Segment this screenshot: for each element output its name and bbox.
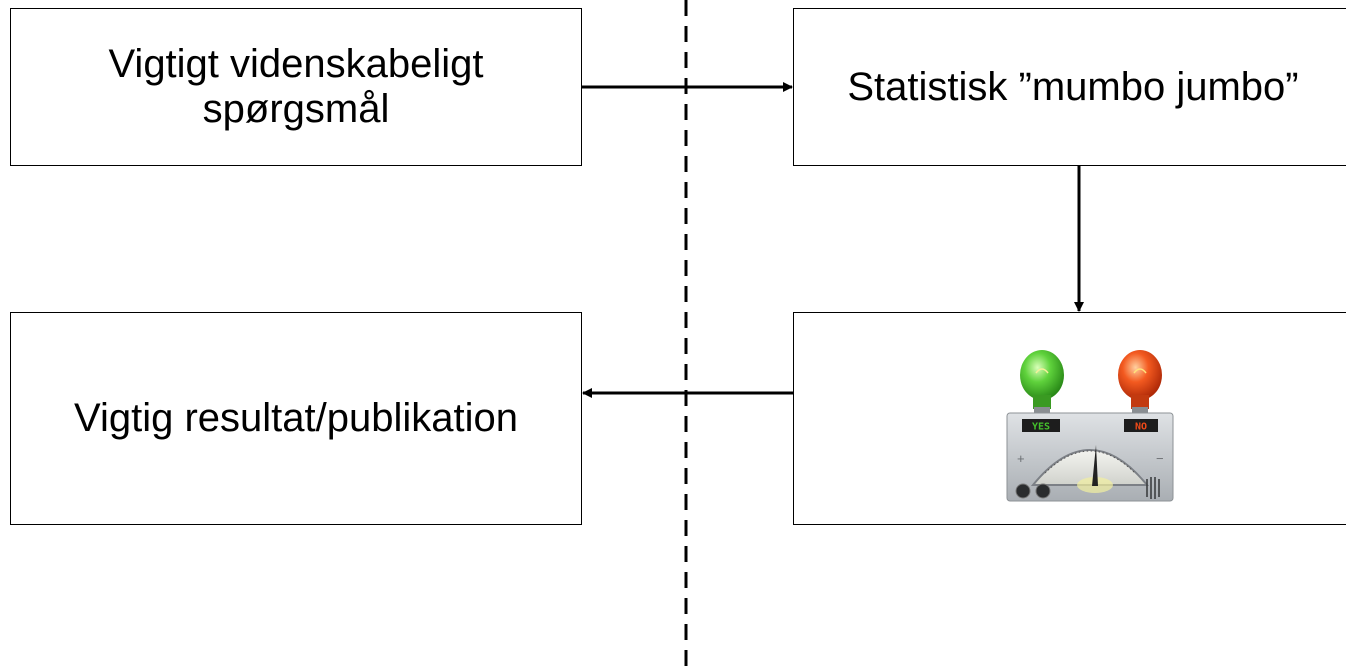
- red-bulb-icon: [1118, 350, 1162, 415]
- knob-icon: [1015, 483, 1031, 499]
- node-result: Vigtig resultat/publikation: [10, 312, 582, 525]
- node-statistics: Statistisk ”mumbo jumbo”: [793, 8, 1346, 166]
- minus-sign: −: [1156, 451, 1164, 466]
- node-scientific-question-line2: spørgsmål: [202, 87, 390, 131]
- knob-icon: [1035, 483, 1051, 499]
- node-scientific-question: Vigtigt videnskabeligt spørgsmål: [10, 8, 582, 166]
- node-scientific-question-line1: Vigtigt videnskabeligt: [108, 42, 484, 87]
- node-result-label: Vigtig resultat/publikation: [74, 396, 518, 441]
- speaker-grille-icon: [1146, 477, 1160, 499]
- no-label: NO: [1135, 422, 1147, 433]
- meter-scale: [1044, 450, 1136, 474]
- node-scientific-question-text: Vigtigt videnskabeligt spørgsmål: [108, 42, 483, 132]
- yes-label: YES: [1032, 422, 1050, 433]
- no-plate: [1124, 419, 1158, 432]
- plus-sign: +: [1017, 451, 1025, 466]
- green-bulb-icon: [1020, 350, 1064, 415]
- node-yes-no-meter: YES NO + −: [793, 312, 1346, 525]
- meter-needle: [1092, 445, 1098, 486]
- meter-dial: [1030, 449, 1150, 486]
- node-statistics-label: Statistisk ”mumbo jumbo”: [847, 64, 1299, 109]
- yes-plate: [1022, 419, 1060, 432]
- yes-no-meter-icon: YES NO + −: [1006, 350, 1174, 502]
